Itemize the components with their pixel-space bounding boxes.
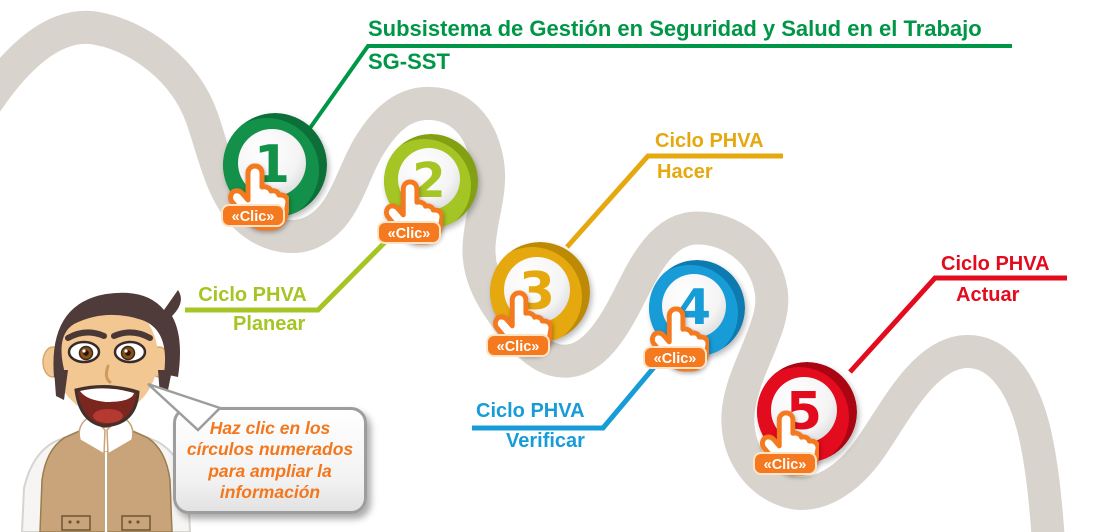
- phase-label-actuar: Actuar: [956, 284, 1020, 306]
- instruction-text: Haz clic en los círculos numerados para …: [186, 418, 354, 503]
- connector-line-verificar: [472, 351, 668, 431]
- svg-text:«Clic»: «Clic»: [764, 457, 807, 473]
- connector-line-hacer: [565, 153, 783, 249]
- page-subtitle: SG-SST: [368, 49, 450, 74]
- speech-bubble-tail: [147, 382, 223, 432]
- character-avatar: [20, 290, 192, 532]
- phase-label-planear: Planear: [233, 313, 306, 335]
- svg-text:«Clic»: «Clic»: [388, 226, 431, 242]
- clic-button-2[interactable]: «Clic»: [377, 221, 441, 244]
- clic-button-4[interactable]: «Clic»: [643, 346, 707, 369]
- connector-line-title: [308, 44, 1012, 130]
- svg-text:«Clic»: «Clic»: [497, 339, 540, 355]
- cycle-label-hacer: Ciclo PHVA: [655, 130, 764, 152]
- cycle-label-actuar: Ciclo PHVA: [941, 253, 1050, 275]
- svg-text:«Clic»: «Clic»: [654, 351, 697, 367]
- page-title: Subsistema de Gestión en Seguridad y Sal…: [368, 16, 982, 41]
- speech-bubble: Haz clic en los círculos numerados para …: [173, 407, 367, 515]
- connector-line-planear: [185, 229, 398, 313]
- clic-button-5[interactable]: «Clic»: [753, 452, 817, 475]
- cycle-label-planear: Ciclo PHVA: [198, 284, 307, 306]
- phase-label-verificar: Verificar: [506, 430, 585, 452]
- phase-label-hacer: Hacer: [657, 161, 713, 183]
- clic-button-3[interactable]: «Clic»: [486, 334, 550, 357]
- clic-button-1[interactable]: «Clic»: [221, 204, 285, 227]
- svg-text:«Clic»: «Clic»: [232, 209, 275, 225]
- connector-line-actuar: [848, 275, 1067, 374]
- cycle-label-verificar: Ciclo PHVA: [476, 400, 585, 422]
